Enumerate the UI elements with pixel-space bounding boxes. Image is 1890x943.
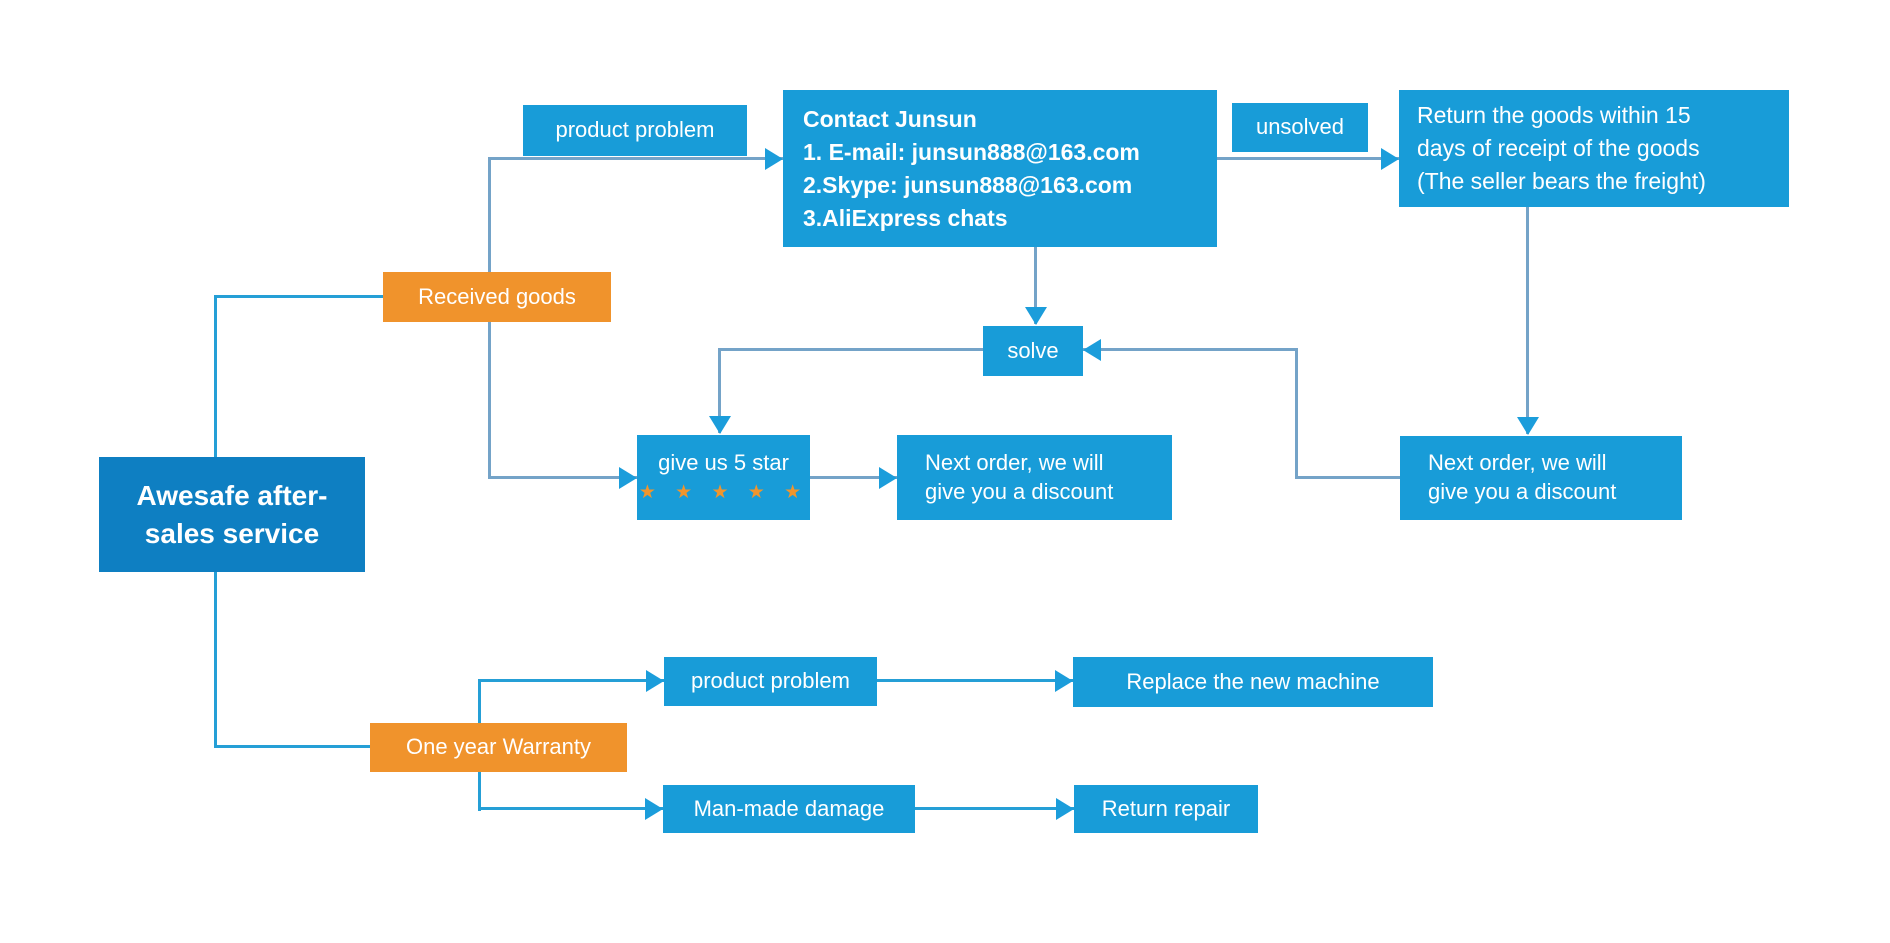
arrowhead-into-discount-left xyxy=(879,467,897,489)
line-contact-to-return xyxy=(1217,157,1399,160)
node-replace-machine: Replace the new machine xyxy=(1073,657,1433,707)
return-goods-line-3: (The seller bears the freight) xyxy=(1417,168,1706,194)
contact-line-4: 3.AliExpress chats xyxy=(803,204,1008,231)
node-contact-junsun: Contact Junsun 1. E-mail: junsun888@163.… xyxy=(783,90,1217,247)
five-star-rating-icons: ★ ★ ★ ★ ★ xyxy=(638,481,809,503)
arrowhead-into-repair xyxy=(1056,798,1074,820)
line-solve-to-fivestar-h xyxy=(718,348,983,351)
return-goods-line-1: Return the goods within 15 xyxy=(1417,102,1691,128)
line-trunk-to-received xyxy=(214,295,383,298)
line-warranty-to-product-problem xyxy=(478,679,664,682)
line-received-to-contact xyxy=(489,157,783,160)
return-repair-label: Return repair xyxy=(1101,795,1231,821)
node-product-problem-bottom: product problem xyxy=(664,657,877,706)
line-discount-right-to-solve-h2 xyxy=(1295,476,1400,479)
arrowhead-into-solve-right xyxy=(1083,339,1101,361)
arrowhead-into-contact xyxy=(765,148,783,170)
line-received-to-fivestar xyxy=(488,476,637,479)
line-warranty-up xyxy=(478,679,481,723)
line-contact-to-solve xyxy=(1034,247,1037,324)
node-unsolved: unsolved xyxy=(1232,103,1368,152)
line-discount-right-to-solve-v xyxy=(1295,348,1298,478)
solve-label: solve xyxy=(1007,337,1059,363)
contact-line-3: 2.Skype: junsun888@163.com xyxy=(803,171,1133,198)
warranty-label: One year Warranty xyxy=(405,734,592,760)
contact-line-1: Contact Junsun xyxy=(803,105,977,132)
received-goods-label: Received goods xyxy=(418,283,576,309)
node-five-star: give us 5 star ★ ★ ★ ★ ★ xyxy=(637,435,810,520)
arrowhead-into-discount-right xyxy=(1517,417,1539,435)
node-discount-right: Next order, we will give you a discount xyxy=(1400,436,1682,520)
contact-line-2: 1. E-mail: junsun888@163.com xyxy=(803,138,1140,165)
line-solve-to-fivestar-v xyxy=(718,348,721,433)
root-line-1: Awesafe after- xyxy=(136,479,328,511)
arrowhead-into-damage xyxy=(645,798,663,820)
line-fivestar-to-discount-left xyxy=(810,476,897,479)
node-root-title: Awesafe after- sales service xyxy=(99,457,365,572)
line-return-to-discount-right xyxy=(1526,207,1529,434)
node-received-goods: Received goods xyxy=(383,272,611,322)
return-goods-line-2: days of receipt of the goods xyxy=(1417,135,1700,161)
five-star-label: give us 5 star xyxy=(658,450,789,476)
discount-right-line-1: Next order, we will xyxy=(1428,450,1607,476)
man-made-damage-label: Man-made damage xyxy=(693,795,885,821)
arrowhead-into-solve-top xyxy=(1025,307,1047,325)
root-line-2: sales service xyxy=(144,517,320,549)
line-warranty-to-damage xyxy=(478,807,663,810)
replace-machine-label: Replace the new machine xyxy=(1126,668,1380,694)
node-product-problem-top: product problem xyxy=(523,105,747,156)
arrowhead-into-replace xyxy=(1055,670,1073,692)
line-trunk-to-warranty xyxy=(214,745,370,748)
unsolved-label: unsolved xyxy=(1255,114,1345,140)
line-product-problem-to-replace xyxy=(877,679,1073,682)
line-damage-to-repair xyxy=(915,807,1074,810)
node-discount-left: Next order, we will give you a discount xyxy=(897,435,1172,520)
line-discount-right-to-solve-h xyxy=(1083,348,1297,351)
arrowhead-into-return xyxy=(1381,148,1399,170)
product-problem-top-label: product problem xyxy=(555,117,715,143)
arrowhead-into-fivestar-top xyxy=(709,416,731,434)
discount-left-line-2: give you a discount xyxy=(925,478,1114,504)
line-warranty-down xyxy=(478,772,481,811)
discount-left-line-1: Next order, we will xyxy=(925,449,1104,475)
discount-right-line-2: give you a discount xyxy=(1428,479,1617,504)
arrowhead-into-product-problem-bottom xyxy=(646,670,664,692)
node-return-goods: Return the goods within 15 days of recei… xyxy=(1399,90,1789,207)
arrowhead-into-fivestar-left xyxy=(619,467,637,489)
node-man-made-damage: Man-made damage xyxy=(663,785,915,833)
node-solve: solve xyxy=(983,326,1083,376)
node-one-year-warranty: One year Warranty xyxy=(370,723,627,772)
node-return-repair: Return repair xyxy=(1074,785,1258,833)
product-problem-bottom-label: product problem xyxy=(691,668,850,694)
